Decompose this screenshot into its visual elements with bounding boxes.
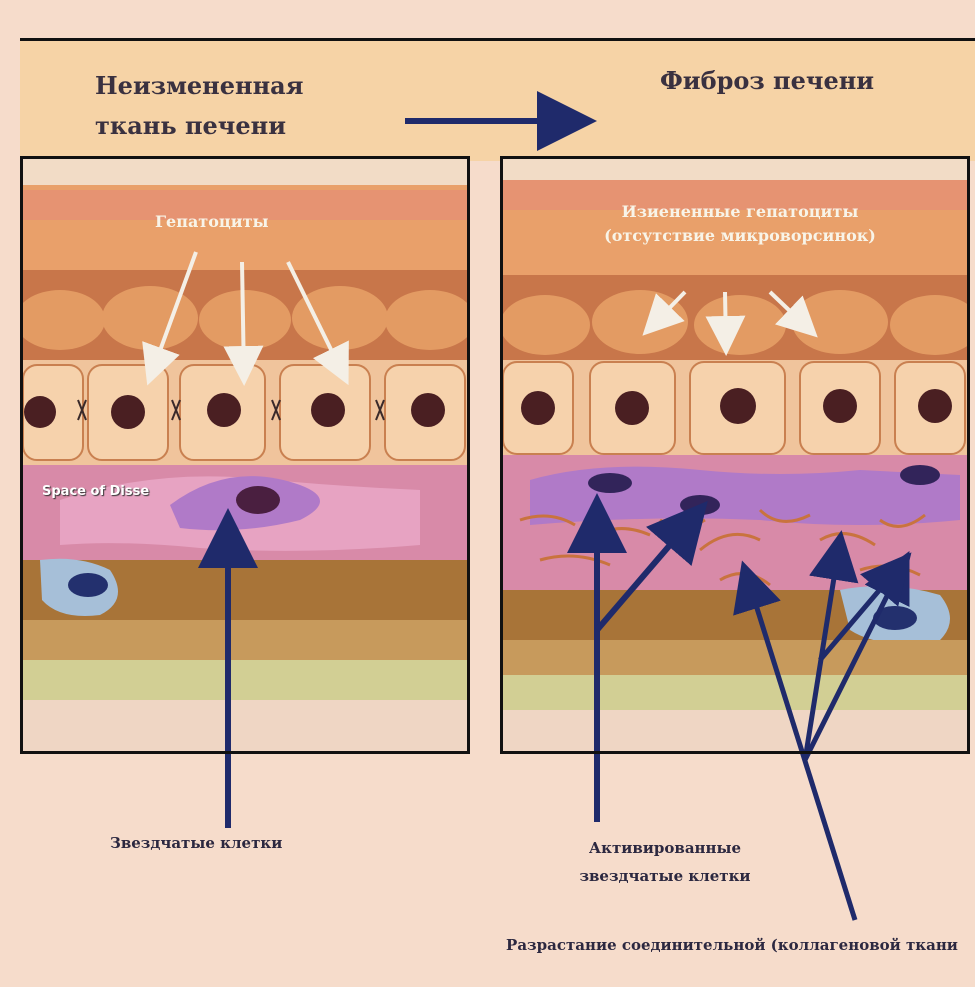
changed-hepatocytes-label: Изиененные гепатоциты (отсутствие микров… (580, 200, 900, 248)
normal-tissue-panel (20, 156, 470, 754)
space-of-disse-label: Space of Disse (42, 484, 149, 499)
fibrosis-title: Фиброз печени (660, 66, 874, 95)
normal-tissue-title: Неизмененная ткань печени (95, 66, 355, 146)
stellate-cells-label: Звездчатые клетки (110, 834, 282, 852)
activated-stellate-label: Активированные звездчатые клетки (540, 834, 790, 890)
hepatocytes-label: Гепатоциты (155, 212, 269, 231)
collagen-growth-label: Разрастание соединительной (коллагеновой… (492, 932, 972, 958)
